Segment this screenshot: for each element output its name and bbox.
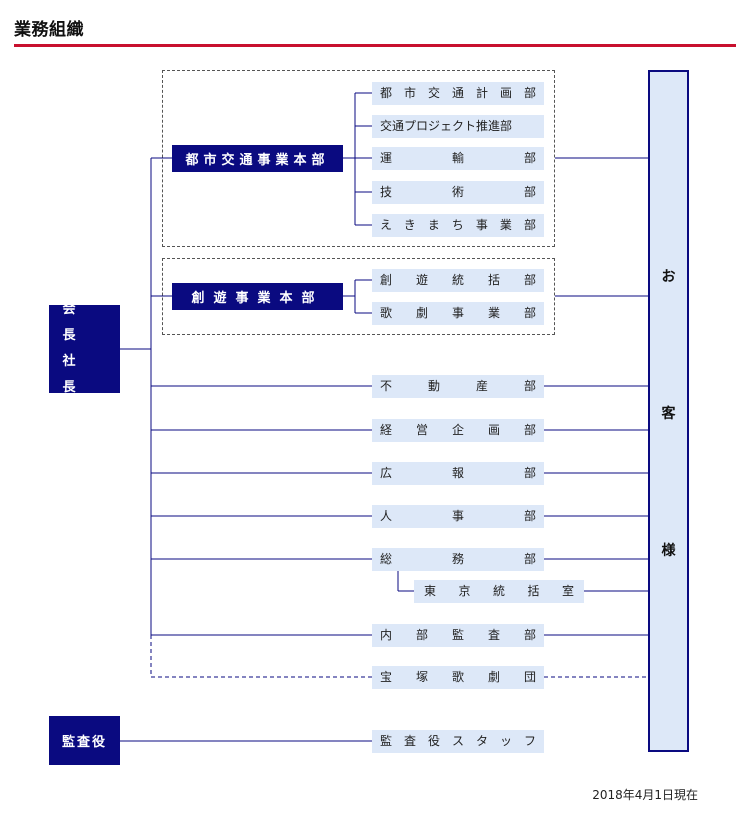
auditor-box: 監査役 xyxy=(49,716,120,765)
urban-transport-group xyxy=(162,70,555,247)
urban-transport-division: 都市交通事業本部 xyxy=(172,145,343,172)
dept-internal-audit: 内部監査部 xyxy=(372,624,544,647)
chairman-label: 会 長 xyxy=(62,302,125,343)
president-label: 社 長 xyxy=(62,354,125,395)
dept-ekimachi: えきまち事業部 xyxy=(372,214,544,237)
dept-entertainment-management: 創遊統括部 xyxy=(372,269,544,292)
customer-char-1: お xyxy=(661,269,676,285)
dept-operations: 運輸部 xyxy=(372,147,544,170)
entertainment-group xyxy=(162,258,555,335)
dept-takarazuka-revue: 宝塚歌劇団 xyxy=(372,666,544,689)
dept-engineering: 技術部 xyxy=(372,181,544,204)
customer-char-3: 様 xyxy=(661,543,676,559)
as-of-date: 2018年4月1日現在 xyxy=(592,788,698,802)
dept-urban-transport-planning: 都市交通計画部 xyxy=(372,82,544,105)
dept-human-resources: 人事部 xyxy=(372,505,544,528)
dept-revue-business: 歌劇事業部 xyxy=(372,302,544,325)
chairman-president-box: 会 長 社 長 xyxy=(49,302,120,395)
customer-char-2: 客 xyxy=(661,406,676,422)
dept-corporate-planning: 経営企画部 xyxy=(372,419,544,442)
page-title: 業務組織 xyxy=(14,20,84,40)
dept-transport-project: 交通プロジェクト推進部 xyxy=(372,115,544,138)
dept-tokyo-office: 東京統括室 xyxy=(414,580,584,603)
customer-column: お 客 様 xyxy=(648,70,689,752)
dept-real-estate: 不動産部 xyxy=(372,375,544,398)
dept-general-affairs: 総務部 xyxy=(372,548,544,571)
dept-audit-staff: 監査役スタッフ xyxy=(372,730,544,753)
title-rule xyxy=(14,44,736,47)
entertainment-division: 創遊事業本部 xyxy=(172,283,343,310)
dept-public-relations: 広報部 xyxy=(372,462,544,485)
